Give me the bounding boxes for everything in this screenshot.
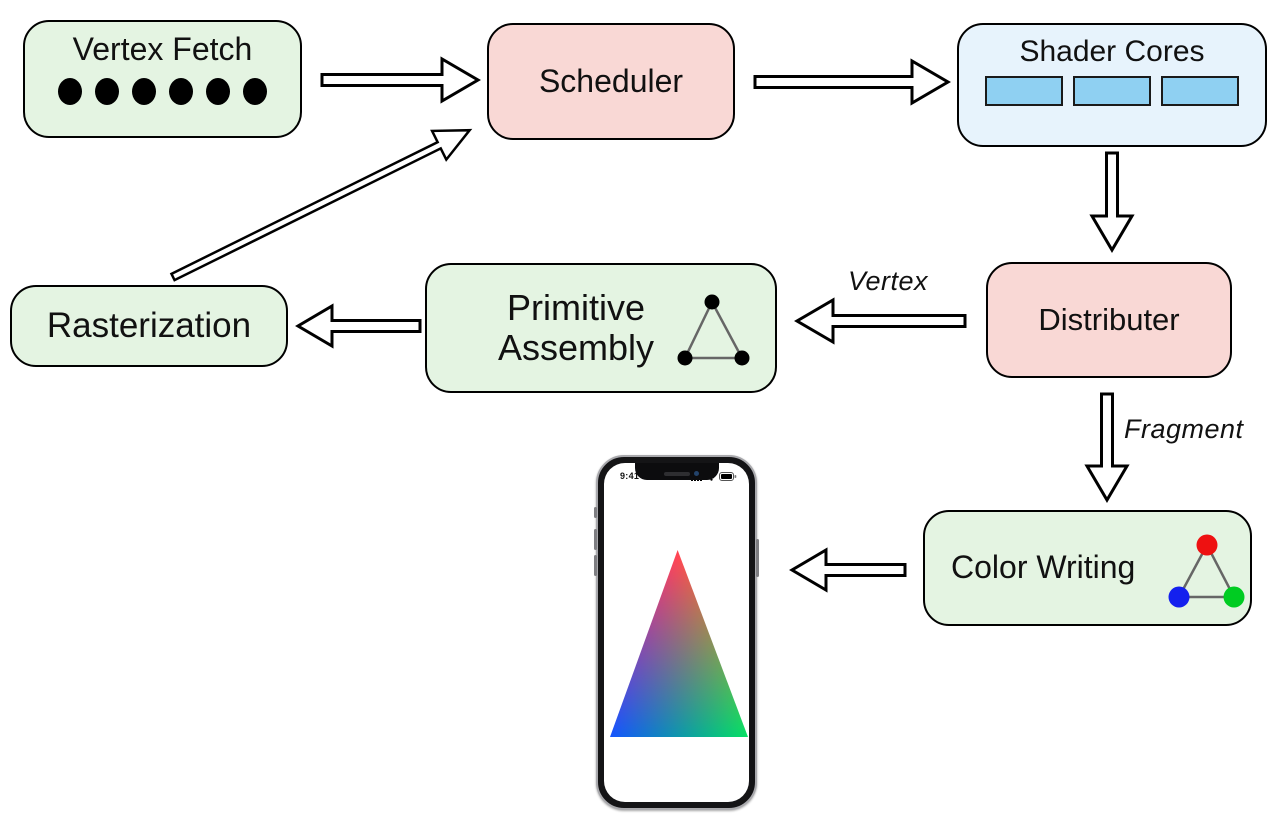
arrow-distributer-to-colorwriting — [1084, 392, 1130, 503]
distributer-label: Distributer — [1038, 301, 1180, 337]
phone-mockup: 9:41 — [594, 455, 759, 810]
node-scheduler: Scheduler — [487, 23, 735, 140]
arrow-distributer-to-primitiveassembly — [794, 297, 967, 345]
vertex-dot — [95, 77, 119, 105]
primitive-assembly-label: Primitive Assembly — [497, 286, 655, 368]
rasterization-label: Rasterization — [46, 306, 252, 346]
rgb-triangle-icon — [1168, 534, 1245, 608]
arrow-rasterization-to-scheduler — [169, 128, 473, 282]
phone-volume-down-button — [594, 555, 597, 576]
vertex-dot — [58, 77, 82, 105]
arrow-vertexfetch-to-scheduler — [320, 56, 481, 104]
phone-speaker — [663, 472, 690, 476]
node-primitive-assembly: Primitive Assembly — [425, 263, 777, 393]
node-vertex-fetch: Vertex Fetch — [23, 20, 302, 138]
vertex-dot — [132, 77, 156, 105]
vertex-dots — [58, 77, 267, 105]
vertex-fetch-label: Vertex Fetch — [72, 31, 253, 67]
arrow-primitiveassembly-to-rasterization — [295, 303, 422, 349]
vertex-dot — [169, 77, 193, 105]
edge-label-vertex: Vertex — [848, 266, 929, 296]
phone-power-button — [756, 539, 759, 577]
shader-core-unit — [985, 75, 1063, 106]
phone-screen: 9:41 — [604, 463, 749, 802]
status-time: 9:41 — [620, 471, 640, 481]
shader-core-row — [985, 75, 1239, 106]
primitive-triangle-icon — [677, 294, 750, 366]
rendered-rgb-triangle — [610, 550, 748, 737]
color-writing-label: Color Writing — [951, 549, 1136, 586]
vertex-dot — [243, 77, 267, 105]
phone-volume-up-button — [594, 529, 597, 550]
arrow-shadercores-to-distributer — [1089, 151, 1135, 253]
node-color-writing: Color Writing — [923, 510, 1252, 626]
node-shader-cores: Shader Cores — [957, 23, 1267, 147]
battery-icon — [719, 471, 737, 481]
shader-core-unit — [1073, 75, 1151, 106]
shader-cores-label: Shader Cores — [1019, 35, 1205, 68]
arrow-scheduler-to-shadercores — [753, 58, 951, 106]
phone-camera-icon — [693, 471, 699, 476]
vertex-dot — [206, 77, 230, 105]
scheduler-label: Scheduler — [538, 62, 684, 99]
arrow-colorwriting-to-screen — [789, 547, 907, 593]
phone-notch — [634, 463, 719, 480]
node-rasterization: Rasterization — [10, 285, 288, 367]
shader-core-unit — [1161, 75, 1239, 106]
phone-mute-switch — [594, 507, 597, 518]
node-distributer: Distributer — [986, 262, 1232, 378]
edge-label-fragment: Fragment — [1124, 414, 1244, 444]
